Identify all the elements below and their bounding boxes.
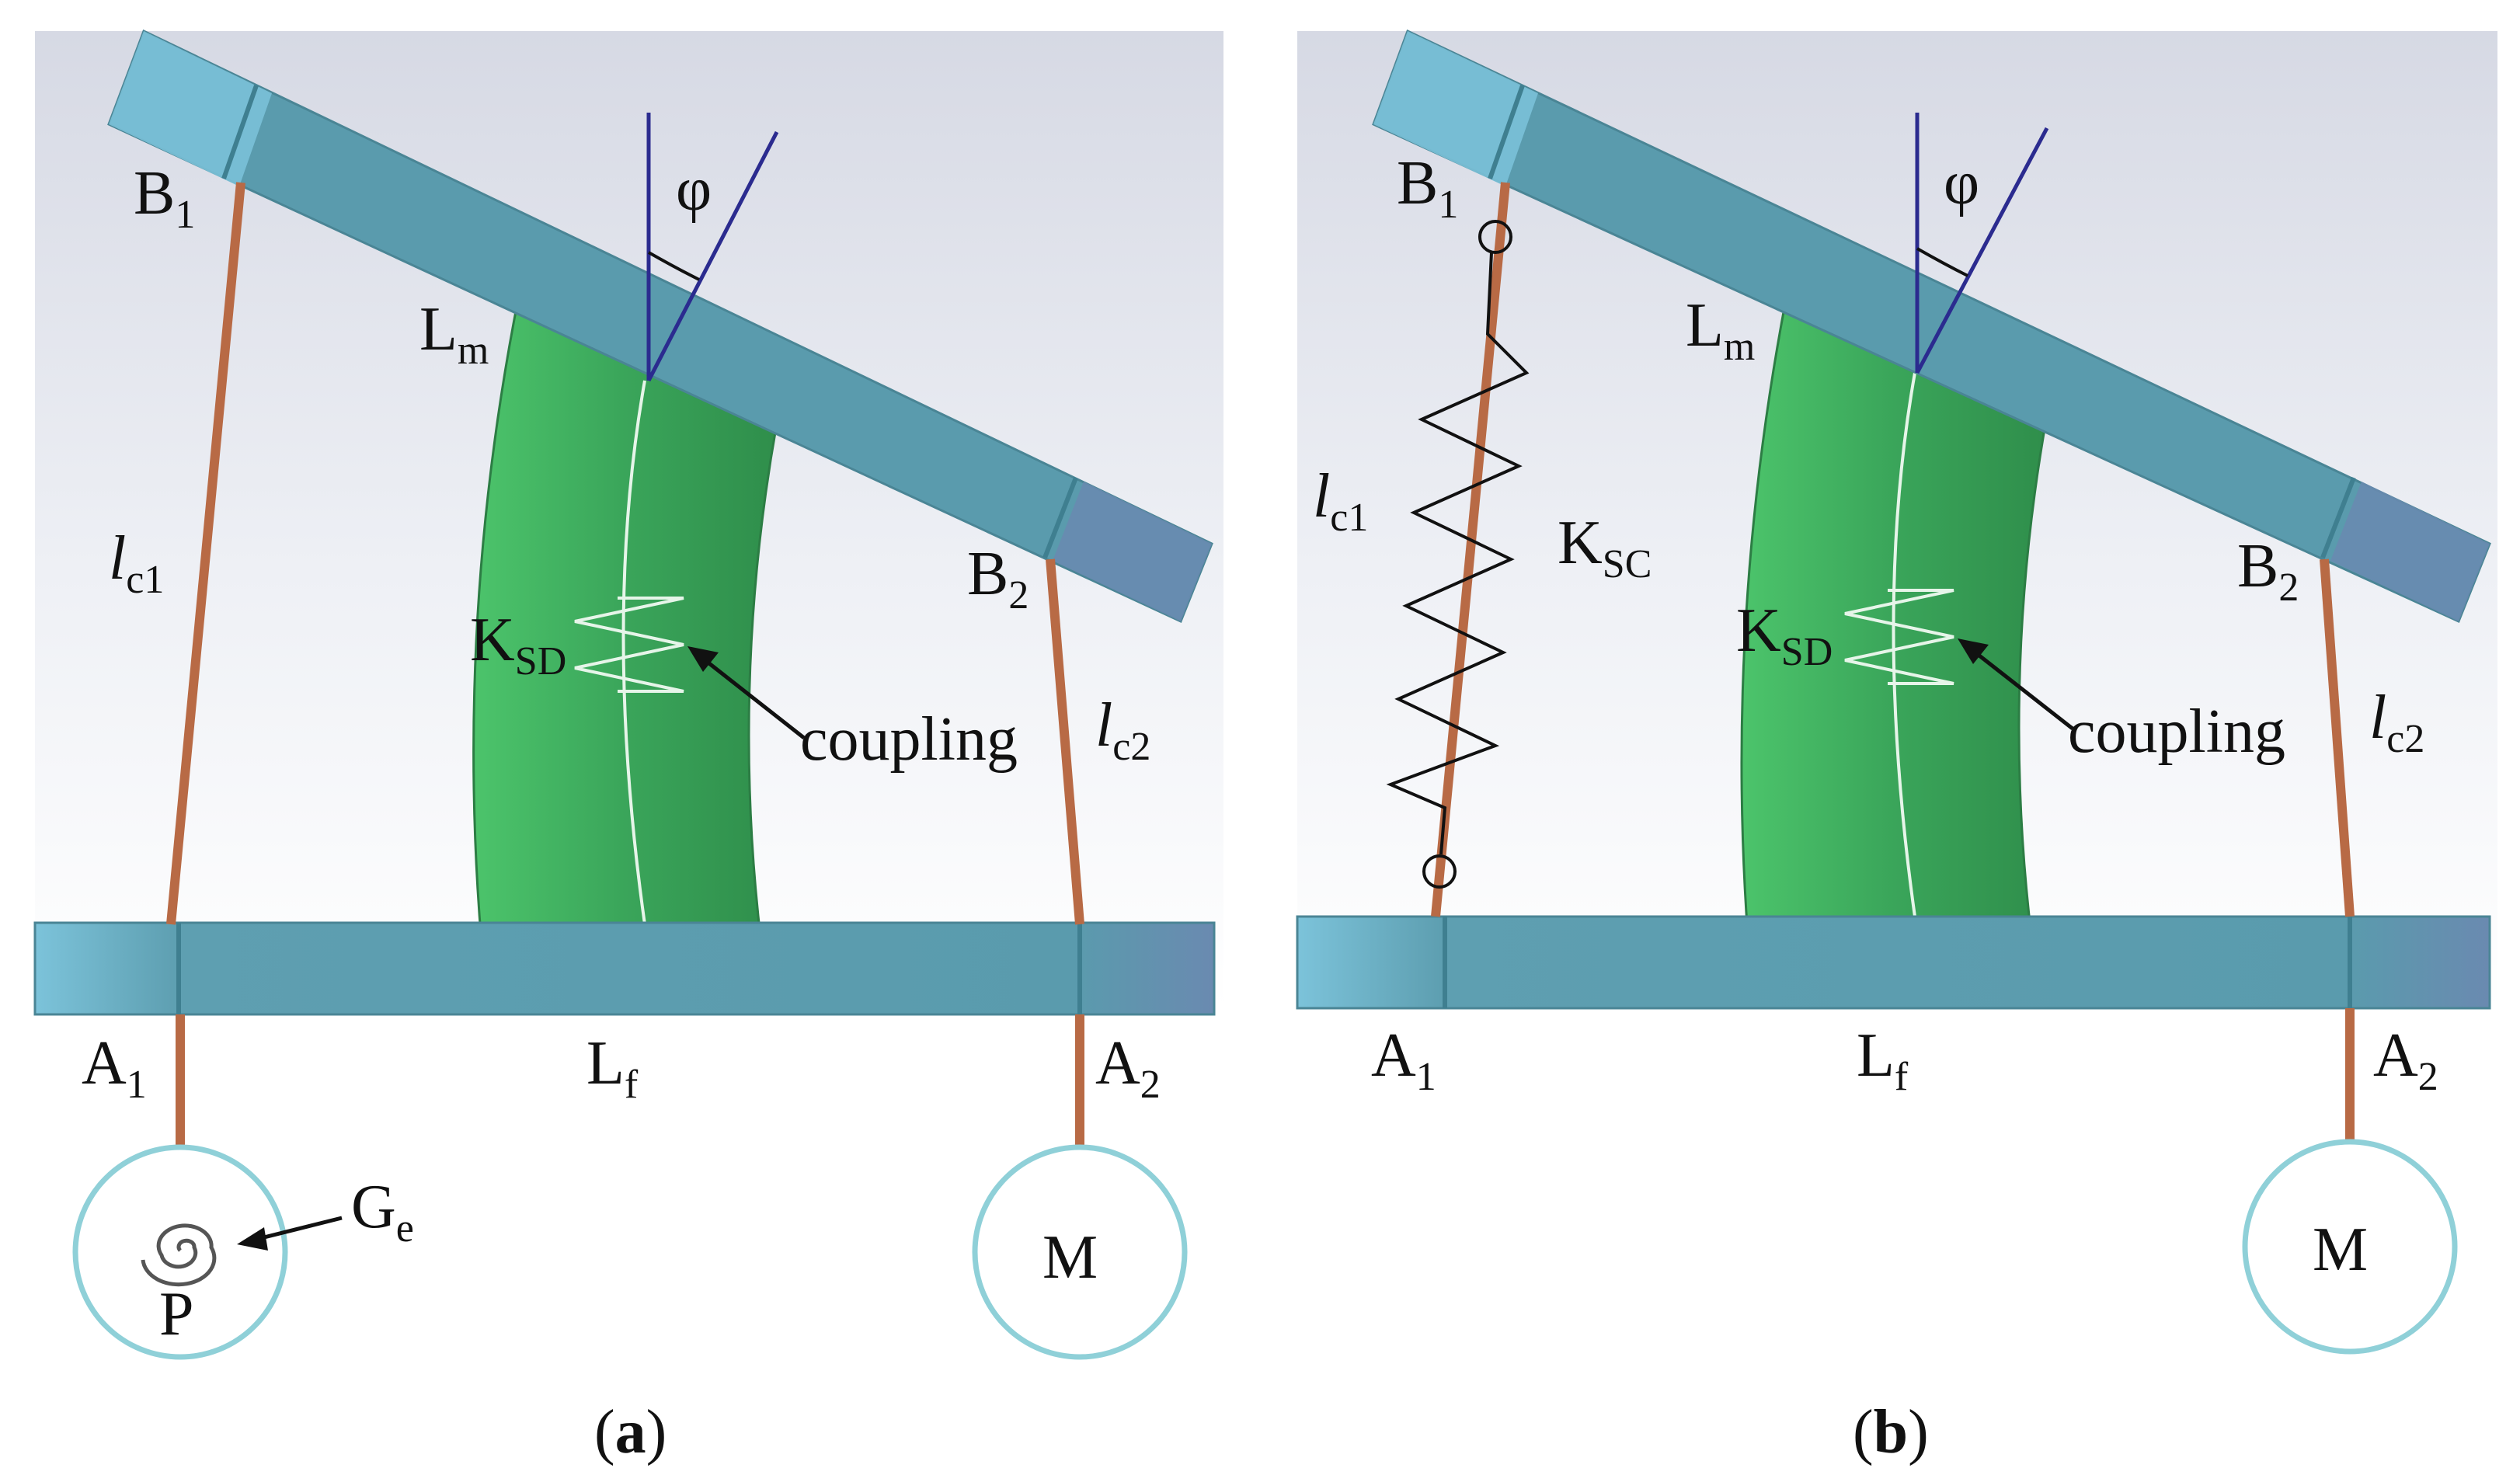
circle-p-a [72,1144,288,1360]
label-lc2-a: lc2 [1095,691,1150,769]
label-a1-a: A1 [82,1029,147,1107]
label-lc1-b: lc1 [1313,462,1368,540]
top-plate-b [1372,29,2491,624]
caption-b: (b) [1853,1398,1929,1466]
label-ksd-a: KSD [470,606,566,684]
label-phi-a: φ [676,155,712,224]
label-ge-a: Ge [351,1173,414,1251]
spring-ksd-b [1844,589,1954,685]
spring-icon [1386,252,1530,855]
top-plate-a [107,29,1213,624]
panel-a: B1 Lm φ lc1 B2 KSD coupling lc2 A1 Lf A2… [33,29,1223,1466]
label-phi-b: φ [1944,149,1979,217]
label-m-b: M [2313,1216,2368,1284]
label-b1-a: B1 [134,159,195,237]
label-lf-b: Lf [1857,1021,1909,1099]
label-ksc-b: KSC [1558,509,1652,586]
pivot-icon [1478,220,1512,254]
label-m-a: M [1042,1223,1098,1292]
label-b2-b: B2 [2237,532,2299,610]
cable-lc2-a [1046,558,1084,925]
cable-lc1-b [1431,182,1510,917]
cable-lc1-a [166,182,245,925]
bottom-plate-b [1296,915,2491,1010]
label-b2-a: B2 [967,540,1029,618]
angle-vectors-b [1915,113,2049,374]
arrow-icon [687,646,806,739]
label-lf-a: Lf [586,1029,639,1107]
label-lc1-a: lc1 [109,524,164,602]
label-lm-b: Lm [1686,291,1755,369]
circle-m-b [2242,1139,2458,1355]
panel-b: B1 Lm φ lc1 KSC B2 KSD coupling lc2 A1 L… [1296,29,2497,1466]
label-coupling-a: coupling [800,705,1018,774]
label-p-a: P [159,1280,194,1348]
label-ksd-b: KSD [1736,597,1833,674]
label-lm-a: Lm [419,295,489,373]
label-a1-b: A1 [1371,1021,1436,1099]
circle-m-a [972,1144,1188,1360]
pivot-icon [1422,854,1457,889]
spring-ksd-a [574,597,684,693]
bottom-plate-a [33,921,1216,1016]
label-lc2-b: lc2 [2369,684,2424,761]
angle-vectors-a [646,113,779,382]
spiral-icon [141,1223,217,1287]
cable-lc2-b [2320,558,2355,917]
label-a2-b: A2 [2373,1021,2438,1099]
label-b1-b: B1 [1397,149,1458,227]
caption-a: (a) [594,1398,667,1466]
label-a2-a: A2 [1095,1029,1161,1107]
arrow-icon [1958,638,2074,730]
label-coupling-b: coupling [2068,698,2285,766]
arrow-icon [237,1216,343,1251]
